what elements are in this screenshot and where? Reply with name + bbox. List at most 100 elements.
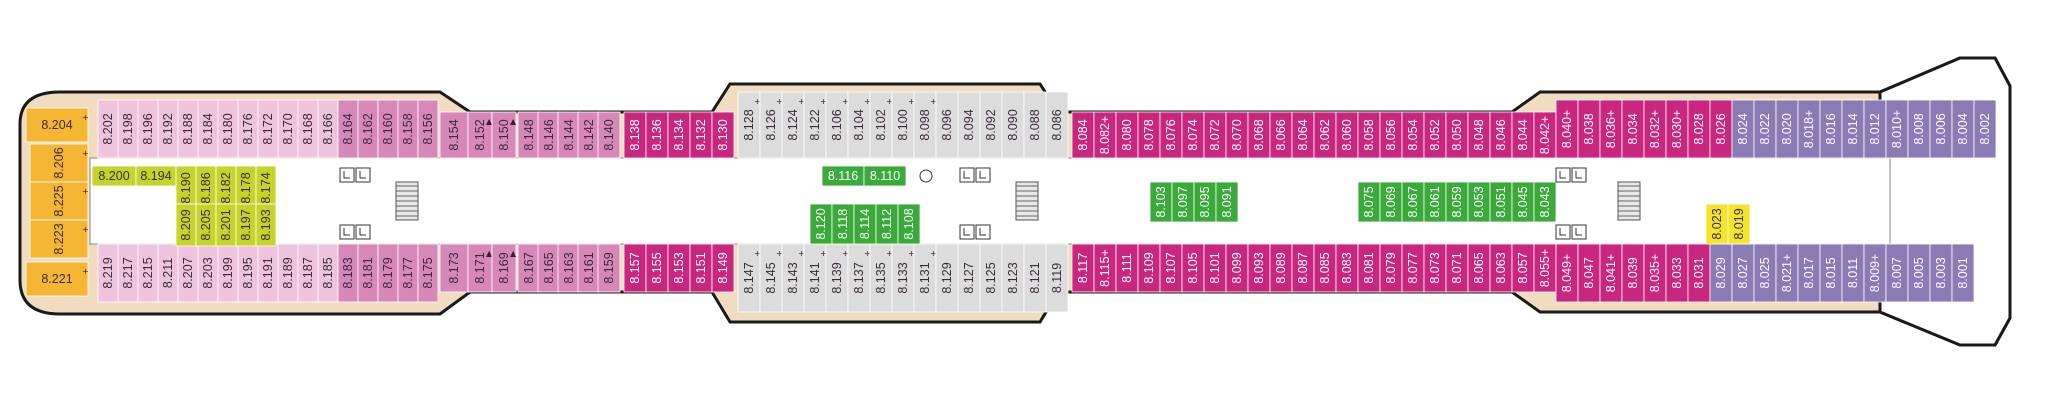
cabin-8117[interactable]: 8.117 (1071, 243, 1095, 293)
cabin-8197[interactable]: 8.197 (235, 203, 257, 247)
cabin-8168[interactable]: 8.168 (297, 99, 319, 159)
cabin-8052[interactable]: 8.052 (1423, 111, 1447, 159)
cabin-8177[interactable]: 8.177 (397, 243, 419, 303)
cabin-8191[interactable]: 8.191 (257, 243, 279, 303)
cabin-8054[interactable]: 8.054 (1401, 111, 1425, 159)
cabin-8066[interactable]: 8.066 (1269, 111, 1293, 159)
cabin-8089[interactable]: 8.089 (1269, 243, 1293, 293)
cabin-8005[interactable]: 8.005 (1907, 243, 1931, 303)
cabin-8011[interactable]: 8.011 (1841, 243, 1865, 303)
cabin-8105[interactable]: 8.105 (1181, 243, 1205, 293)
cabin-8008[interactable]: 8.008 (1907, 99, 1931, 159)
cabin-8182[interactable]: 8.182 (215, 165, 237, 211)
cabin-8071[interactable]: 8.071 (1445, 243, 1469, 293)
cabin-8190[interactable]: 8.190 (175, 165, 197, 211)
cabin-8150[interactable]: 8.150▲ (491, 111, 517, 159)
cabin-8203[interactable]: 8.203 (197, 243, 219, 303)
cabin-8129[interactable]: 8.129 (935, 243, 959, 313)
cabin-8004[interactable]: 8.004 (1951, 99, 1975, 159)
cabin-8149[interactable]: 8.149 (711, 243, 735, 293)
cabin-8030[interactable]: 8.030+ (1665, 99, 1689, 159)
cabin-8043[interactable]: 8.043 (1533, 181, 1557, 223)
cabin-8110[interactable]: 8.110 (863, 165, 907, 187)
cabin-8128[interactable]: 8.128+ (737, 91, 761, 159)
cabin-8032[interactable]: 8.032+ (1643, 99, 1667, 159)
cabin-8178[interactable]: 8.178 (235, 165, 257, 211)
cabin-8154[interactable]: 8.154 (439, 111, 469, 159)
cabin-8070[interactable]: 8.070 (1225, 111, 1249, 159)
cabin-8157[interactable]: 8.157 (623, 243, 647, 293)
cabin-8144[interactable]: 8.144 (557, 111, 581, 159)
cabin-8081[interactable]: 8.081 (1357, 243, 1381, 293)
cabin-8098[interactable]: 8.098+ (913, 91, 937, 159)
cabin-8080[interactable]: 8.080 (1115, 111, 1139, 159)
cabin-8131[interactable]: 8.131+ (913, 243, 937, 313)
cabin-8169[interactable]: 8.169▲ (491, 243, 517, 293)
cabin-8125[interactable]: 8.125 (979, 243, 1003, 313)
cabin-8007[interactable]: 8.007 (1885, 243, 1909, 303)
cabin-8165[interactable]: 8.165 (537, 243, 561, 293)
cabin-8022[interactable]: 8.022 (1753, 99, 1777, 159)
cabin-8025[interactable]: 8.025 (1753, 243, 1777, 303)
cabin-8211[interactable]: 8.211 (157, 243, 179, 303)
cabin-8094[interactable]: 8.094 (957, 91, 981, 159)
cabin-8072[interactable]: 8.072 (1203, 111, 1227, 159)
cabin-8073[interactable]: 8.073 (1423, 243, 1447, 293)
cabin-8161[interactable]: 8.161 (577, 243, 601, 293)
cabin-8050[interactable]: 8.050 (1445, 111, 1469, 159)
cabin-8198[interactable]: 8.198 (117, 99, 139, 159)
cabin-8102[interactable]: 8.102+ (869, 91, 893, 159)
cabin-8039[interactable]: 8.039 (1621, 243, 1645, 303)
cabin-8160[interactable]: 8.160 (377, 99, 399, 159)
cabin-8133[interactable]: 8.133+ (891, 243, 915, 313)
cabin-8020[interactable]: 8.020 (1775, 99, 1799, 159)
cabin-8084[interactable]: 8.084 (1071, 111, 1095, 159)
cabin-8088[interactable]: 8.088 (1023, 91, 1047, 159)
cabin-8199[interactable]: 8.199 (217, 243, 239, 303)
cabin-8126[interactable]: 8.126+ (759, 91, 783, 159)
cabin-8086[interactable]: 8.086 (1045, 91, 1069, 159)
cabin-8205[interactable]: 8.205 (195, 203, 217, 247)
cabin-8170[interactable]: 8.170 (277, 99, 299, 159)
cabin-8123[interactable]: 8.123 (1001, 243, 1025, 313)
cabin-8138[interactable]: 8.138 (623, 111, 647, 159)
cabin-8048[interactable]: 8.048 (1467, 111, 1491, 159)
cabin-8179[interactable]: 8.179 (377, 243, 399, 303)
cabin-8164[interactable]: 8.164 (337, 99, 359, 159)
cabin-8127[interactable]: 8.127 (957, 243, 981, 313)
cabin-8055[interactable]: 8.055+ (1533, 243, 1557, 293)
cabin-8116[interactable]: 8.116 (821, 165, 865, 187)
cabin-8201[interactable]: 8.201 (215, 203, 237, 247)
cabin-8041[interactable]: 8.041+ (1599, 243, 1623, 303)
cabin-8111[interactable]: 8.111 (1115, 243, 1139, 293)
cabin-8095[interactable]: 8.095 (1193, 181, 1217, 223)
cabin-8163[interactable]: 8.163 (557, 243, 581, 293)
cabin-8068[interactable]: 8.068 (1247, 111, 1271, 159)
cabin-8188[interactable]: 8.188 (177, 99, 199, 159)
cabin-8015[interactable]: 8.015 (1819, 243, 1843, 303)
cabin-8074[interactable]: 8.074 (1181, 111, 1205, 159)
cabin-8001[interactable]: 8.001 (1951, 243, 1975, 303)
cabin-8059[interactable]: 8.059 (1445, 181, 1469, 223)
cabin-8193[interactable]: 8.193 (255, 203, 277, 247)
cabin-8099[interactable]: 8.099 (1225, 243, 1249, 293)
cabin-8181[interactable]: 8.181 (357, 243, 379, 303)
cabin-8180[interactable]: 8.180 (217, 99, 239, 159)
cabin-8194[interactable]: 8.194 (135, 165, 177, 187)
cabin-8053[interactable]: 8.053 (1467, 181, 1491, 223)
cabin-8038[interactable]: 8.038 (1577, 99, 1601, 159)
cabin-8184[interactable]: 8.184 (197, 99, 219, 159)
cabin-8090[interactable]: 8.090 (1001, 91, 1025, 159)
cabin-8175[interactable]: 8.175 (417, 243, 439, 303)
cabin-8176[interactable]: 8.176 (237, 99, 259, 159)
cabin-8051[interactable]: 8.051 (1489, 181, 1513, 223)
cabin-8130[interactable]: 8.130 (711, 111, 735, 159)
cabin-8146[interactable]: 8.146 (537, 111, 561, 159)
cabin-8124[interactable]: 8.124+ (781, 91, 805, 159)
cabin-8003[interactable]: 8.003 (1929, 243, 1953, 303)
cabin-8115[interactable]: 8.115+ (1093, 243, 1117, 293)
cabin-8186[interactable]: 8.186 (195, 165, 217, 211)
cabin-8132[interactable]: 8.132 (689, 111, 713, 159)
cabin-8217[interactable]: 8.217 (117, 243, 139, 303)
cabin-8009[interactable]: 8.009+ (1863, 243, 1887, 303)
